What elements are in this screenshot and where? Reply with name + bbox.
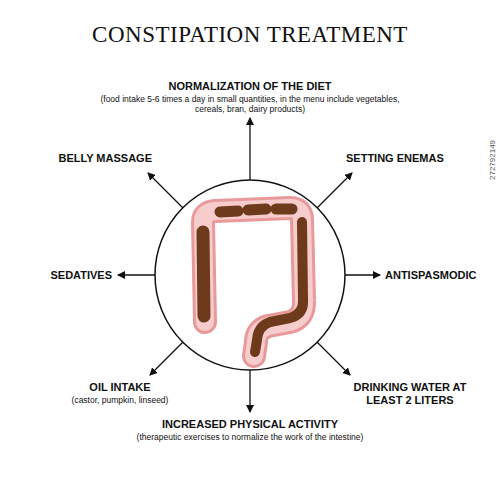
treatment-label: SEDATIVES [50,269,112,282]
center-circle [155,180,345,370]
treatment-label: SETTING ENEMAS [346,152,444,165]
treatment-label: BELLY MASSAGE [58,152,152,165]
treatment-note: (castor, pumpkin, linseed) [72,395,169,405]
diagram-title: CONSTIPATION TREATMENT [92,22,408,48]
treatment-label: NORMALIZATION OF THE DIET [169,80,332,93]
watermark-id: 272792149 [488,140,497,180]
treatment-label: ANTISPASMODIC [385,269,476,282]
treatment-note: (food intake 5-6 times a day in small qu… [85,94,415,114]
treatment-note: (therapeutic exercises to normalize the … [100,432,400,442]
treatment-label: OIL INTAKE [89,381,150,394]
colon-illustration [203,208,304,356]
leader-arrows [118,118,380,412]
treatment-label: INCREASED PHYSICAL ACTIVITY [162,418,338,431]
treatment-label: DRINKING WATER AT LEAST 2 LITERS [350,381,470,407]
